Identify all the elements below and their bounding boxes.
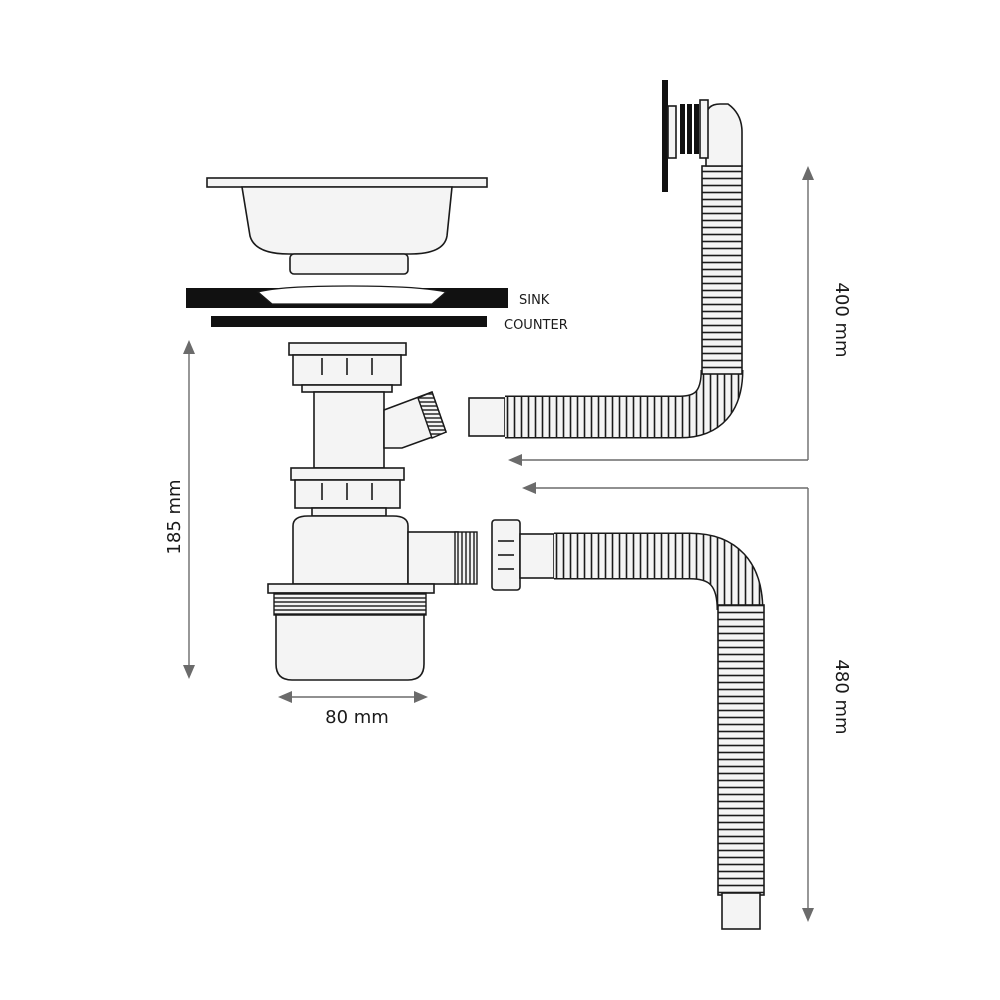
overflow-hose [468, 103, 744, 439]
strainer-basket [206, 177, 488, 275]
top-coupling-nut [288, 342, 407, 393]
sink-label: SINK [519, 293, 550, 308]
dimension-400-label: 400 mm [831, 282, 852, 357]
dimension-480: 480 mm [522, 482, 852, 922]
sink-plate [186, 285, 508, 308]
dimension-185-label: 185 mm [164, 479, 185, 554]
drain-hose-nut [491, 519, 555, 591]
dimension-80: 80 mm [278, 691, 428, 728]
dimension-185: 185 mm [164, 340, 195, 679]
overflow-fitting [662, 80, 709, 192]
counter-plate [211, 316, 487, 327]
drain-hose [554, 532, 765, 930]
bottle-trap [267, 515, 478, 681]
middle-coupling-nut [290, 467, 405, 517]
dimension-480-label: 480 mm [831, 659, 852, 734]
dimension-80-label: 80 mm [325, 707, 389, 728]
dimension-400: 400 mm [508, 166, 852, 466]
counter-label: COUNTER [504, 318, 568, 333]
trap-body-pipe [313, 390, 448, 469]
